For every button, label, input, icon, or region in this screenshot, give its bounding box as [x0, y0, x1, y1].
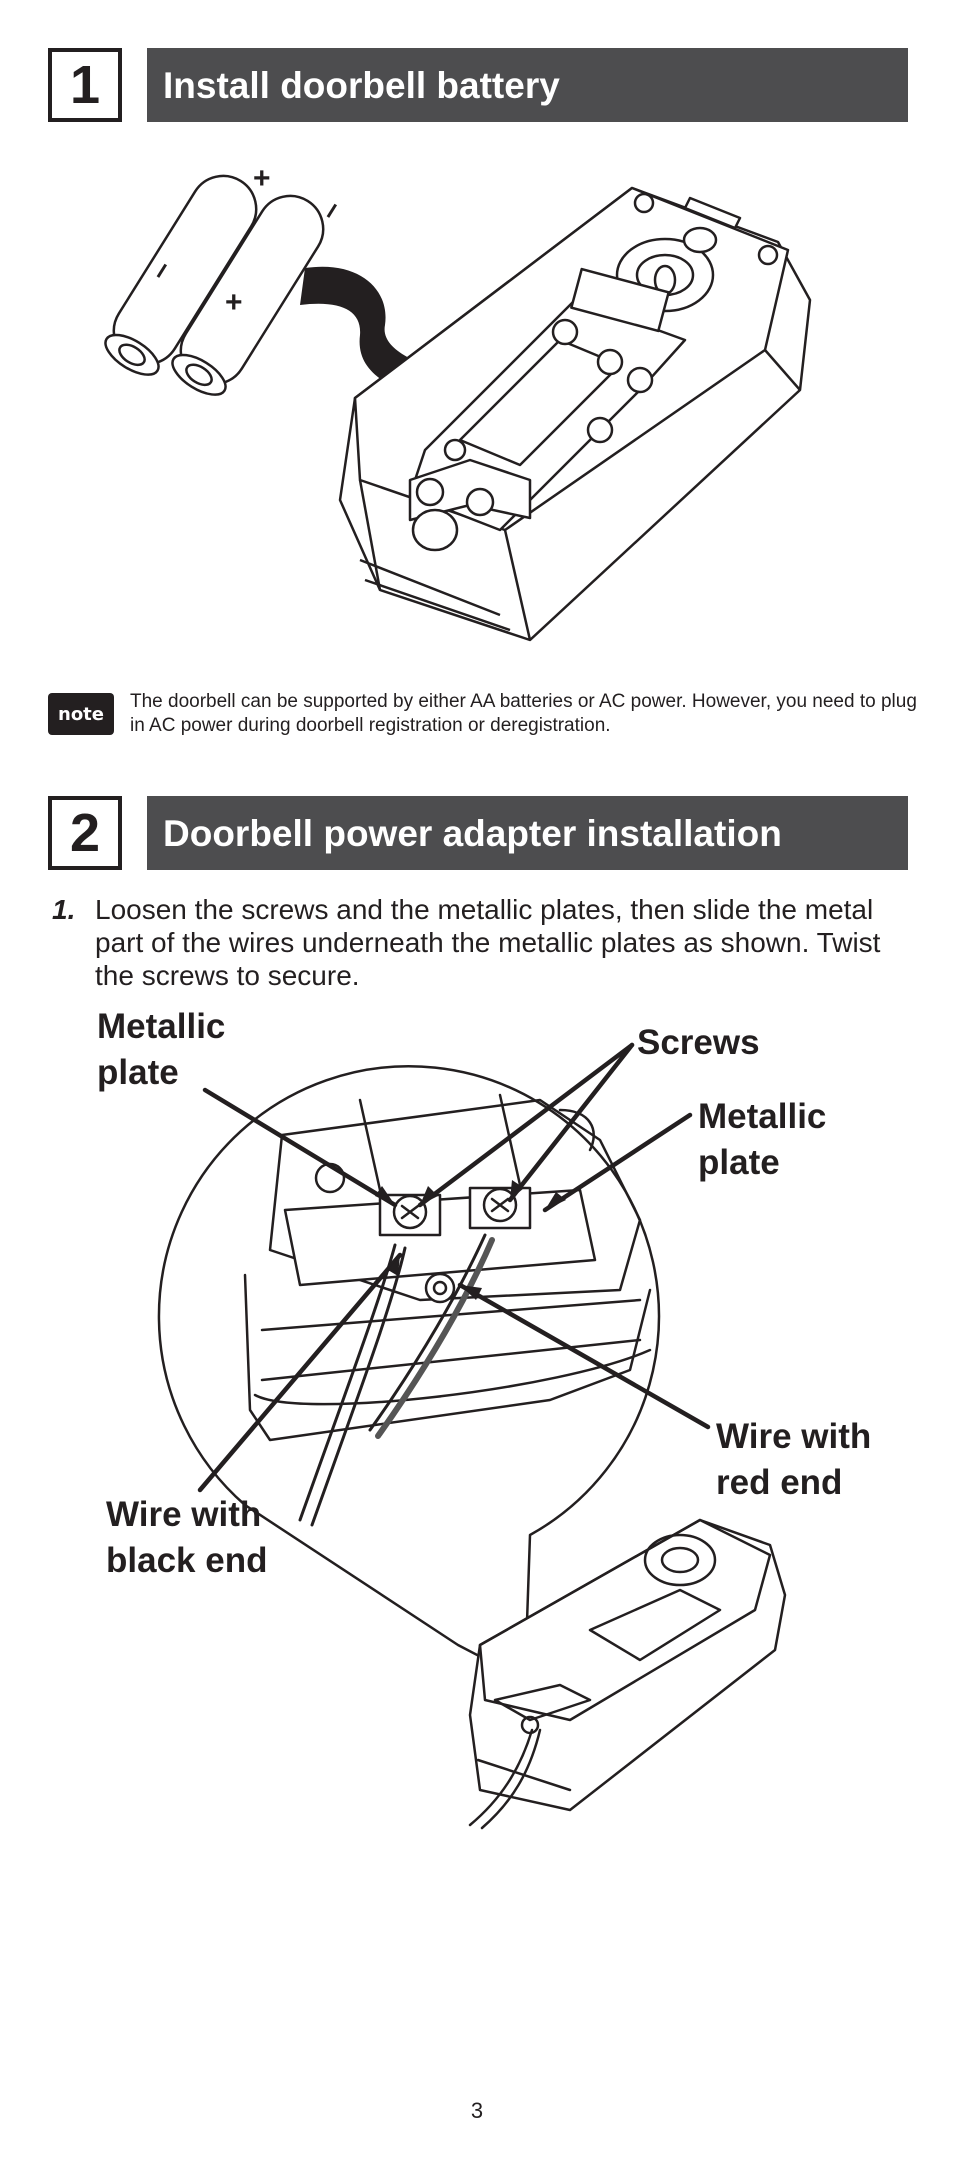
- leader-line-wire-red: [457, 1282, 711, 1430]
- leader-line-metallic-plate-left: [202, 1087, 398, 1208]
- doorbell-overview: [468, 1518, 787, 1830]
- leader-line-screws-1: [417, 1042, 635, 1208]
- note-text: The doorbell can be supported by either …: [130, 691, 917, 736]
- callout-screws: Screws: [637, 1023, 760, 1062]
- doorbell-body: [338, 186, 812, 642]
- note-badge: note: [48, 693, 114, 735]
- instruction-text: Loosen the screws and the metallic plate…: [95, 894, 881, 991]
- power-adapter-illustration: [157, 1042, 787, 1830]
- leader-line-wire-black: [197, 1252, 403, 1493]
- step-1-title: Install doorbell battery: [147, 48, 908, 122]
- step-2-number: 2: [48, 796, 122, 870]
- leader-line-screws-2: [507, 1042, 635, 1203]
- page-number: 3: [470, 2098, 484, 2123]
- red-wire: [368, 1233, 487, 1432]
- callout-metallic-plate-left: Metallic plate: [97, 1007, 226, 1092]
- battery-plus-label: +: [253, 162, 271, 195]
- battery-icon: [104, 174, 258, 376]
- callout-metallic-plate-right: Metallic plate: [698, 1097, 827, 1182]
- battery-install-illustration: + – – +: [104, 162, 812, 642]
- battery-icon: [171, 194, 325, 396]
- instruction-number: 1.: [52, 894, 76, 925]
- leader-line-metallic-plate-right: [542, 1112, 693, 1213]
- callout-wire-red-end: Wire with red end: [716, 1417, 872, 1502]
- step-2-title: Doorbell power adapter installation: [147, 796, 908, 870]
- callout-wire-black-end: Wire with black end: [106, 1495, 268, 1580]
- step-1-number: 1: [48, 48, 122, 122]
- battery-plus-label-2: +: [225, 286, 243, 319]
